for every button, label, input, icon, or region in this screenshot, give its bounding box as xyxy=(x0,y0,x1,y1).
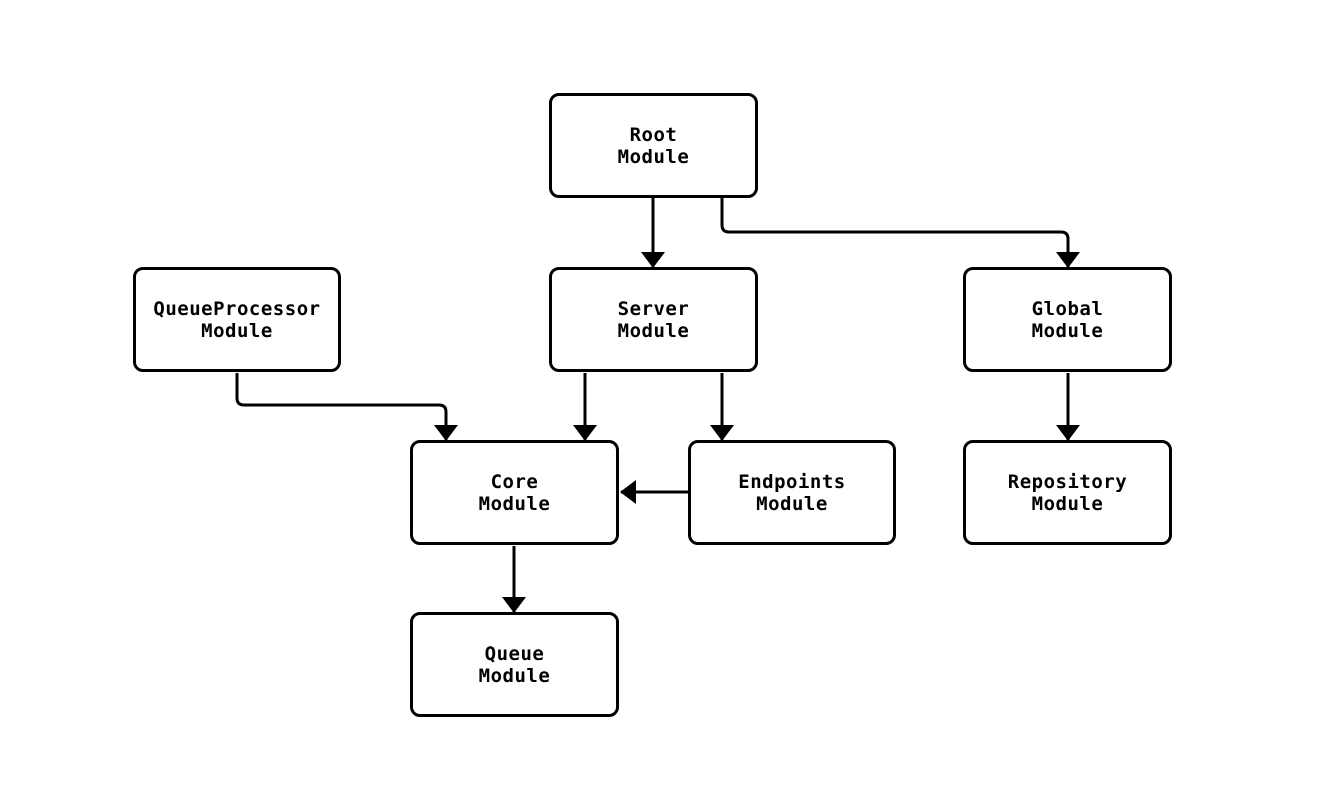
node-label: Server Module xyxy=(617,297,690,342)
node-label: Core Module xyxy=(478,470,551,515)
node-label: Repository Module xyxy=(1007,470,1128,515)
node-queue: Queue Module xyxy=(410,612,619,717)
node-label: Root Module xyxy=(617,123,690,168)
node-label: Endpoints Module xyxy=(738,470,846,515)
node-root: Root Module xyxy=(549,93,758,198)
node-queueprocessor: QueueProcessor Module xyxy=(133,267,341,372)
node-endpoints: Endpoints Module xyxy=(688,440,896,545)
node-label: QueueProcessor Module xyxy=(153,297,321,342)
node-repository: Repository Module xyxy=(963,440,1172,545)
node-global: Global Module xyxy=(963,267,1172,372)
node-core: Core Module xyxy=(410,440,619,545)
node-server: Server Module xyxy=(549,267,758,372)
edge-queueprocessor-to-core xyxy=(235,373,458,441)
node-label: Global Module xyxy=(1031,297,1104,342)
edge-root-to-global xyxy=(720,198,1080,268)
node-label: Queue Module xyxy=(478,642,551,687)
